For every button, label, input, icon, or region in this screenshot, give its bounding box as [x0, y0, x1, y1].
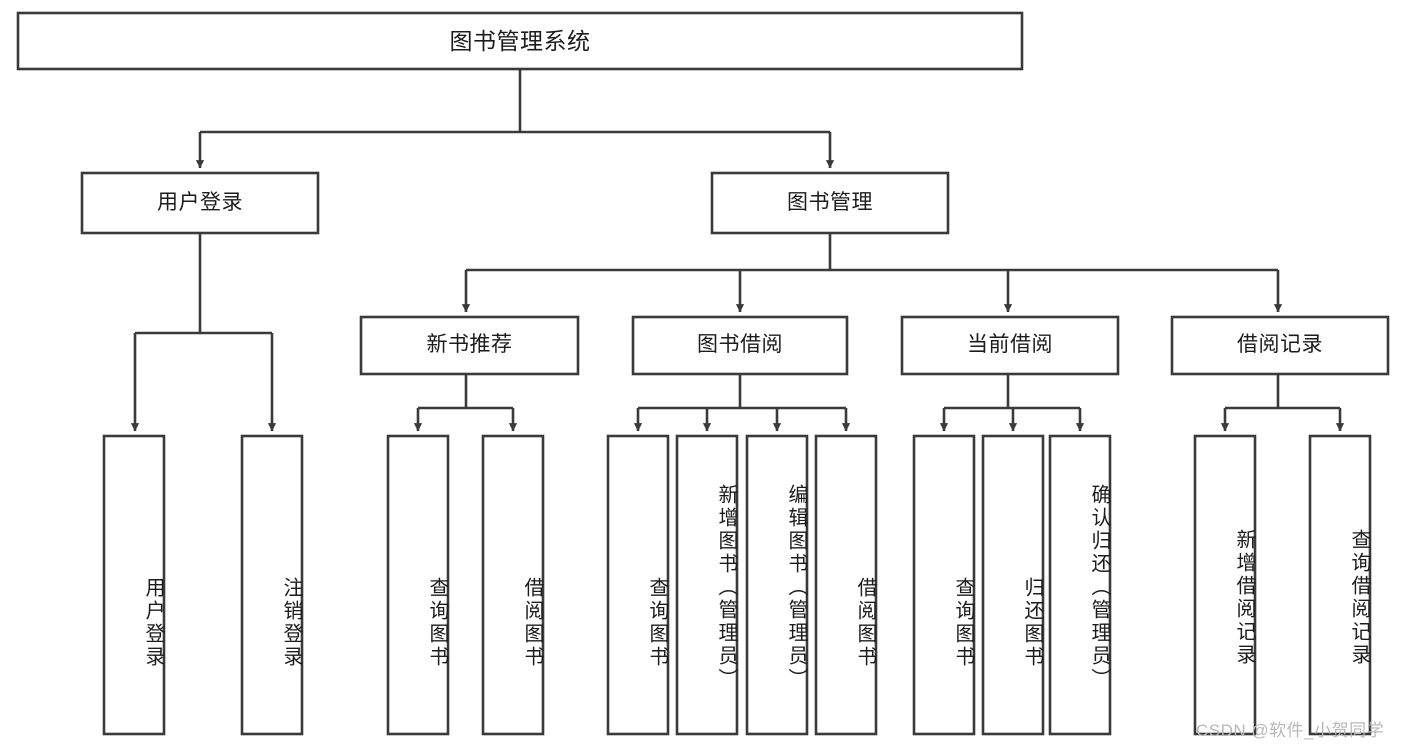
node-box-borrow-record[interactable]	[1170, 315, 1390, 376]
node-box-leaf-return-book[interactable]	[981, 434, 1045, 736]
node-box-current-borrow[interactable]	[900, 315, 1120, 376]
node-box-leaf-borrow-book-2[interactable]	[814, 434, 878, 736]
node-box-new-book-recommend[interactable]	[359, 315, 580, 376]
node-box-leaf-confirm-return[interactable]	[1048, 434, 1112, 736]
node-box-leaf-borrow-book-1[interactable]	[481, 434, 545, 736]
node-box-root[interactable]	[16, 11, 1024, 71]
node-box-leaf-add-book[interactable]	[675, 434, 739, 736]
node-box-book-borrow[interactable]	[631, 315, 849, 376]
node-box-book-management[interactable]	[710, 171, 950, 235]
node-box-user-login[interactable]	[80, 171, 320, 235]
node-box-leaf-add-record[interactable]	[1193, 434, 1257, 736]
node-box-leaf-query-record[interactable]	[1308, 434, 1372, 736]
node-box-leaf-logout[interactable]	[240, 434, 304, 736]
node-box-leaf-user-login[interactable]	[102, 434, 166, 736]
node-box-leaf-edit-book[interactable]	[745, 434, 809, 736]
node-box-leaf-query-book-2[interactable]	[606, 434, 670, 736]
node-box-leaf-query-book-3[interactable]	[912, 434, 976, 736]
node-box-leaf-query-book-1[interactable]	[386, 434, 450, 736]
